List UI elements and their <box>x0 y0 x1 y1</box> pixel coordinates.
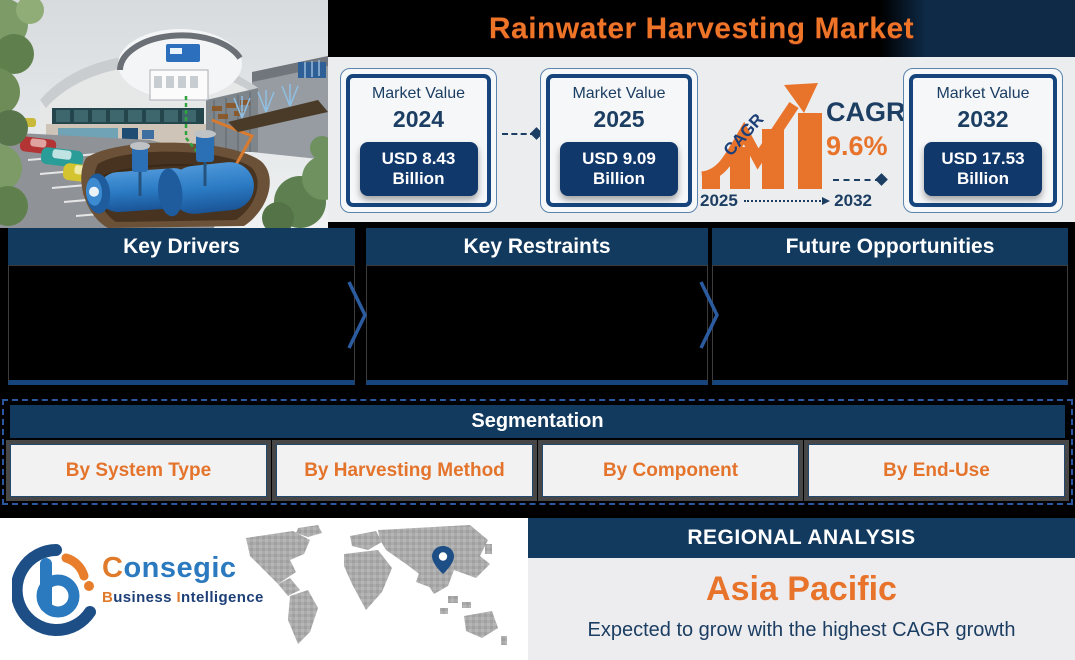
regional-analysis-header: REGIONAL ANALYSIS <box>528 518 1075 558</box>
market-value-year: 2025 <box>593 106 645 133</box>
market-value-label: Market Value <box>572 85 666 103</box>
future-opportunities-body <box>712 265 1068 385</box>
logo-letters: ntelligence <box>181 589 264 606</box>
cagr-period: 2025 2032 <box>700 191 872 211</box>
dashed-connector <box>833 179 881 181</box>
segmentation-section: Segmentation By System Type By Harvestin… <box>2 399 1073 505</box>
chevron-right-icon <box>699 281 719 349</box>
logo-letters: usiness <box>113 589 177 606</box>
market-value-2024-box: Market Value 2024 USD 8.43 Billion <box>340 68 497 213</box>
cagr-value: 9.6% <box>826 131 888 161</box>
period-end: 2032 <box>834 191 872 210</box>
logo-company-name: Consegic <box>102 554 264 583</box>
future-opportunities-header: Future Opportunities <box>712 228 1068 265</box>
market-value-label: Market Value <box>936 85 1030 103</box>
chevron-right-icon <box>347 281 367 349</box>
segmentation-header: Segmentation <box>10 405 1065 438</box>
market-value-2032-box: Market Value 2032 USD 17.53 Billion <box>903 68 1063 213</box>
market-value-amount: USD 17.53 Billion <box>924 142 1042 196</box>
logo-tagline: Business Intelligence <box>102 590 264 605</box>
period-arrow <box>743 197 831 205</box>
key-drivers-header: Key Drivers <box>8 228 355 265</box>
cagr-growth-chart-icon: CAGR <box>700 83 822 189</box>
market-value-year: 2032 <box>957 106 1009 133</box>
market-stats-panel: Market Value 2024 USD 8.43 Billion Marke… <box>328 57 1075 222</box>
dashed-connector <box>502 133 536 135</box>
period-start: 2025 <box>700 191 738 210</box>
key-drivers-body <box>8 265 355 385</box>
rainwater-harvesting-illustration <box>0 0 328 228</box>
segment-by-harvesting-method: By Harvesting Method <box>276 444 533 497</box>
market-value-label: Market Value <box>371 85 466 103</box>
regional-description: Expected to grow with the highest CAGR g… <box>587 619 1016 641</box>
logo-letter: I <box>176 589 182 606</box>
segment-by-end-use: By End-Use <box>808 444 1065 497</box>
logo-and-map-area: Consegic Business Intelligence <box>0 518 528 660</box>
market-value-amount: USD 8.43 Billion <box>359 142 478 196</box>
logo-letters: onsegic <box>123 552 237 584</box>
regional-analysis-panel: REGIONAL ANALYSIS Asia Pacific Expected … <box>528 518 1075 660</box>
segment-by-system-type: By System Type <box>10 444 267 497</box>
segmentation-row: By System Type By Harvesting Method By C… <box>10 444 1065 497</box>
page-title: Rainwater Harvesting Market <box>488 11 915 45</box>
logo-letter: C <box>102 552 124 584</box>
consegic-logo-icon <box>12 544 96 636</box>
key-restraints-body <box>366 265 708 385</box>
regional-region: Asia Pacific <box>706 570 897 608</box>
cagr-label: CAGR <box>826 97 906 127</box>
world-map <box>246 525 507 645</box>
key-restraints-header: Key Restraints <box>366 228 708 265</box>
logo-letter: B <box>102 589 114 606</box>
market-value-amount: USD 9.09 Billion <box>560 142 678 196</box>
market-value-2025-box: Market Value 2025 USD 9.09 Billion <box>540 68 698 213</box>
bottom-band: Consegic Business Intelligence <box>0 505 1075 660</box>
title-band: Rainwater Harvesting Market <box>328 0 1075 57</box>
segment-by-component: By Component <box>542 444 799 497</box>
consegic-logo-text: Consegic Business Intelligence <box>102 554 264 606</box>
market-value-year: 2024 <box>392 106 445 133</box>
